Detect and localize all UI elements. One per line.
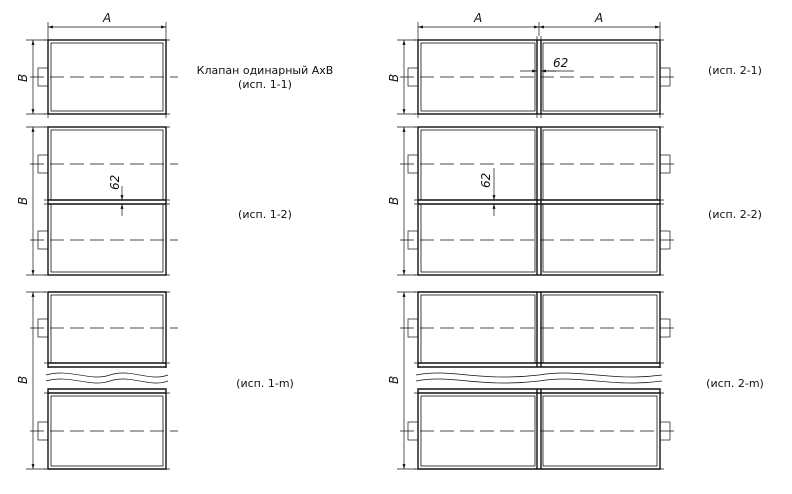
- valve-2-1: 62: [400, 36, 680, 118]
- dimension-b-2-m: B: [387, 291, 416, 470]
- variant-label-1-2: (исп. 1-2): [238, 208, 292, 221]
- dimension-b-2-1: B: [387, 39, 416, 115]
- dimension-b-1-1: B: [16, 39, 46, 115]
- title-label: Клапан одинарный АхВ: [196, 64, 334, 77]
- variant-label-2-m: (исп. 2-m): [706, 377, 764, 390]
- dimension-b-1-m: B: [16, 291, 46, 470]
- gap-dim-label: 62: [553, 56, 568, 70]
- dimension-b-1-2: B: [16, 126, 46, 276]
- valve-2-2: 62: [400, 126, 680, 276]
- variant-label-1-m: (исп. 1-m): [236, 377, 294, 390]
- dim-a-label: A: [473, 11, 482, 25]
- variant-label-2-1: (исп. 2-1): [708, 64, 762, 77]
- dim-b-label: B: [16, 197, 30, 205]
- variant-label-1-1: (исп. 1-1): [238, 78, 292, 91]
- dim-b-label: B: [16, 74, 30, 82]
- valve-1-2: 62: [30, 126, 178, 276]
- dim-b-label: B: [387, 376, 401, 384]
- dim-a-label: A: [594, 11, 603, 25]
- dim-b-label: B: [16, 376, 30, 384]
- dim-b-label: B: [387, 74, 401, 82]
- dimension-b-2-2: B: [387, 126, 416, 276]
- valve-1-1: [30, 36, 178, 118]
- dim-b-label: B: [387, 197, 401, 205]
- gap-dim-label: 62: [479, 173, 493, 188]
- dim-a-label: A: [102, 11, 111, 25]
- dimension-a-1-1: A: [47, 11, 167, 36]
- valve-2-m: [400, 291, 680, 470]
- variant-label-2-2: (исп. 2-2): [708, 208, 762, 221]
- gap-dim-label: 62: [108, 175, 122, 190]
- dimension-a-2-1: A A: [417, 11, 661, 36]
- valve-1-m: [30, 291, 178, 470]
